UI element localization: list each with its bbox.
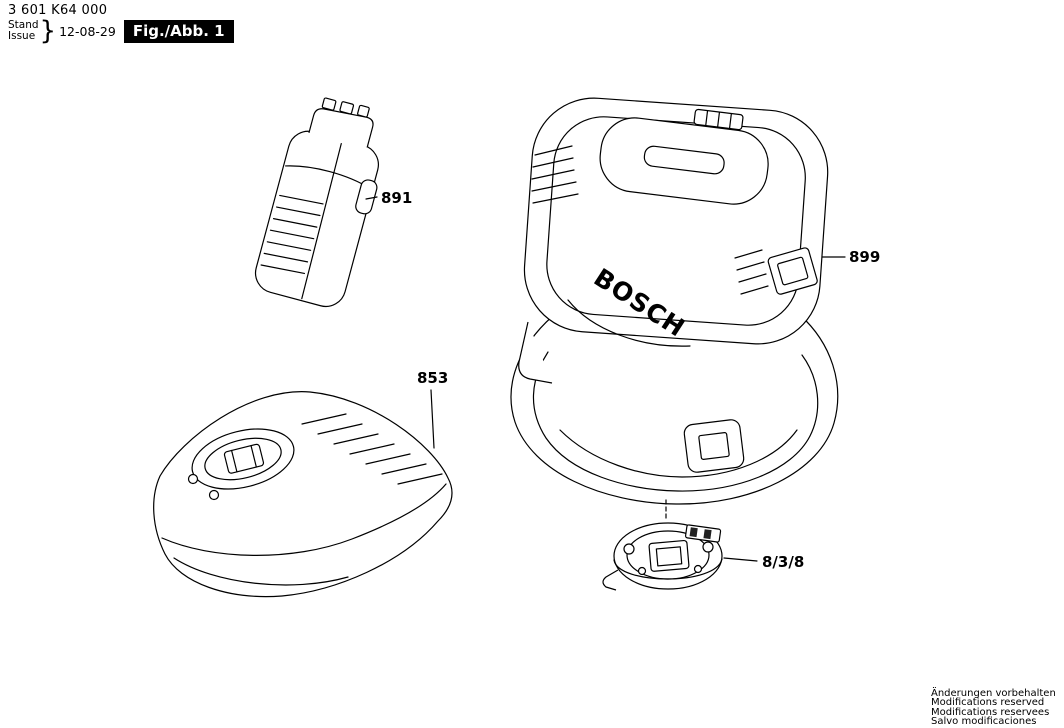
- charger-body: [153, 391, 453, 598]
- laser-left-vents: [531, 145, 579, 204]
- battery-release-button: [355, 179, 378, 215]
- part-label-target: 8/3/8: [762, 553, 804, 571]
- laser-base: [510, 309, 839, 505]
- laser-right-vents: [734, 249, 769, 295]
- target-center-window: [648, 539, 690, 572]
- laser-handle: [599, 117, 769, 205]
- stand-issue-labels: Stand Issue: [8, 20, 39, 42]
- charger-battery-socket: [191, 428, 295, 490]
- battery-drawing: 891: [254, 97, 412, 308]
- legal-line-fr: Modifications reservees: [931, 706, 1050, 718]
- stand-label: Stand: [8, 19, 39, 31]
- issue-date: 12-08-29: [59, 23, 116, 39]
- laser-exit-window: [767, 247, 818, 295]
- battery-body-group: [254, 97, 379, 308]
- issue-row: Stand Issue } 12-08-29 Fig./Abb. 1: [8, 16, 234, 46]
- legal-line-de: Änderungen vorbehalten: [931, 687, 1056, 699]
- leader-line-838: [723, 557, 758, 562]
- figure-badge: Fig./Abb. 1: [123, 19, 234, 43]
- laser-left-tab: [518, 321, 553, 384]
- leader-line-891: [365, 196, 378, 200]
- part-label-laser: 899: [849, 248, 880, 266]
- laser-top-vent: [693, 108, 744, 131]
- issue-label: Issue: [8, 30, 36, 42]
- charger-led-2: [208, 489, 220, 501]
- laser-level-drawing: BOSCH 899: [510, 97, 880, 522]
- battery-grip-ribs: [260, 194, 324, 275]
- brace-glyph: }: [39, 16, 57, 46]
- target-plate-drawing: 8/3/8: [602, 522, 804, 591]
- legal-line-en: Modifications reserved: [931, 697, 1045, 709]
- charger-vent-slats: [301, 413, 443, 485]
- target-tab: [602, 569, 619, 591]
- charger-led-1: [187, 473, 199, 485]
- charger-drawing: 853: [153, 369, 453, 598]
- title-block: 3 601 K64 000 Stand Issue } 12-08-29 Fig…: [8, 3, 234, 46]
- leader-line-853: [430, 389, 435, 449]
- part-label-battery: 891: [381, 189, 412, 207]
- laser-base-button: [683, 419, 745, 473]
- part-label-charger: 853: [417, 369, 448, 387]
- legal-notice: Änderungen vorbehalten Modifications res…: [931, 687, 1056, 728]
- document-part-number: 3 601 K64 000: [8, 3, 108, 18]
- legal-line-es: Salvo modificaciones: [931, 716, 1037, 728]
- battery-body: [254, 130, 379, 308]
- target-checker-strip: [684, 524, 722, 543]
